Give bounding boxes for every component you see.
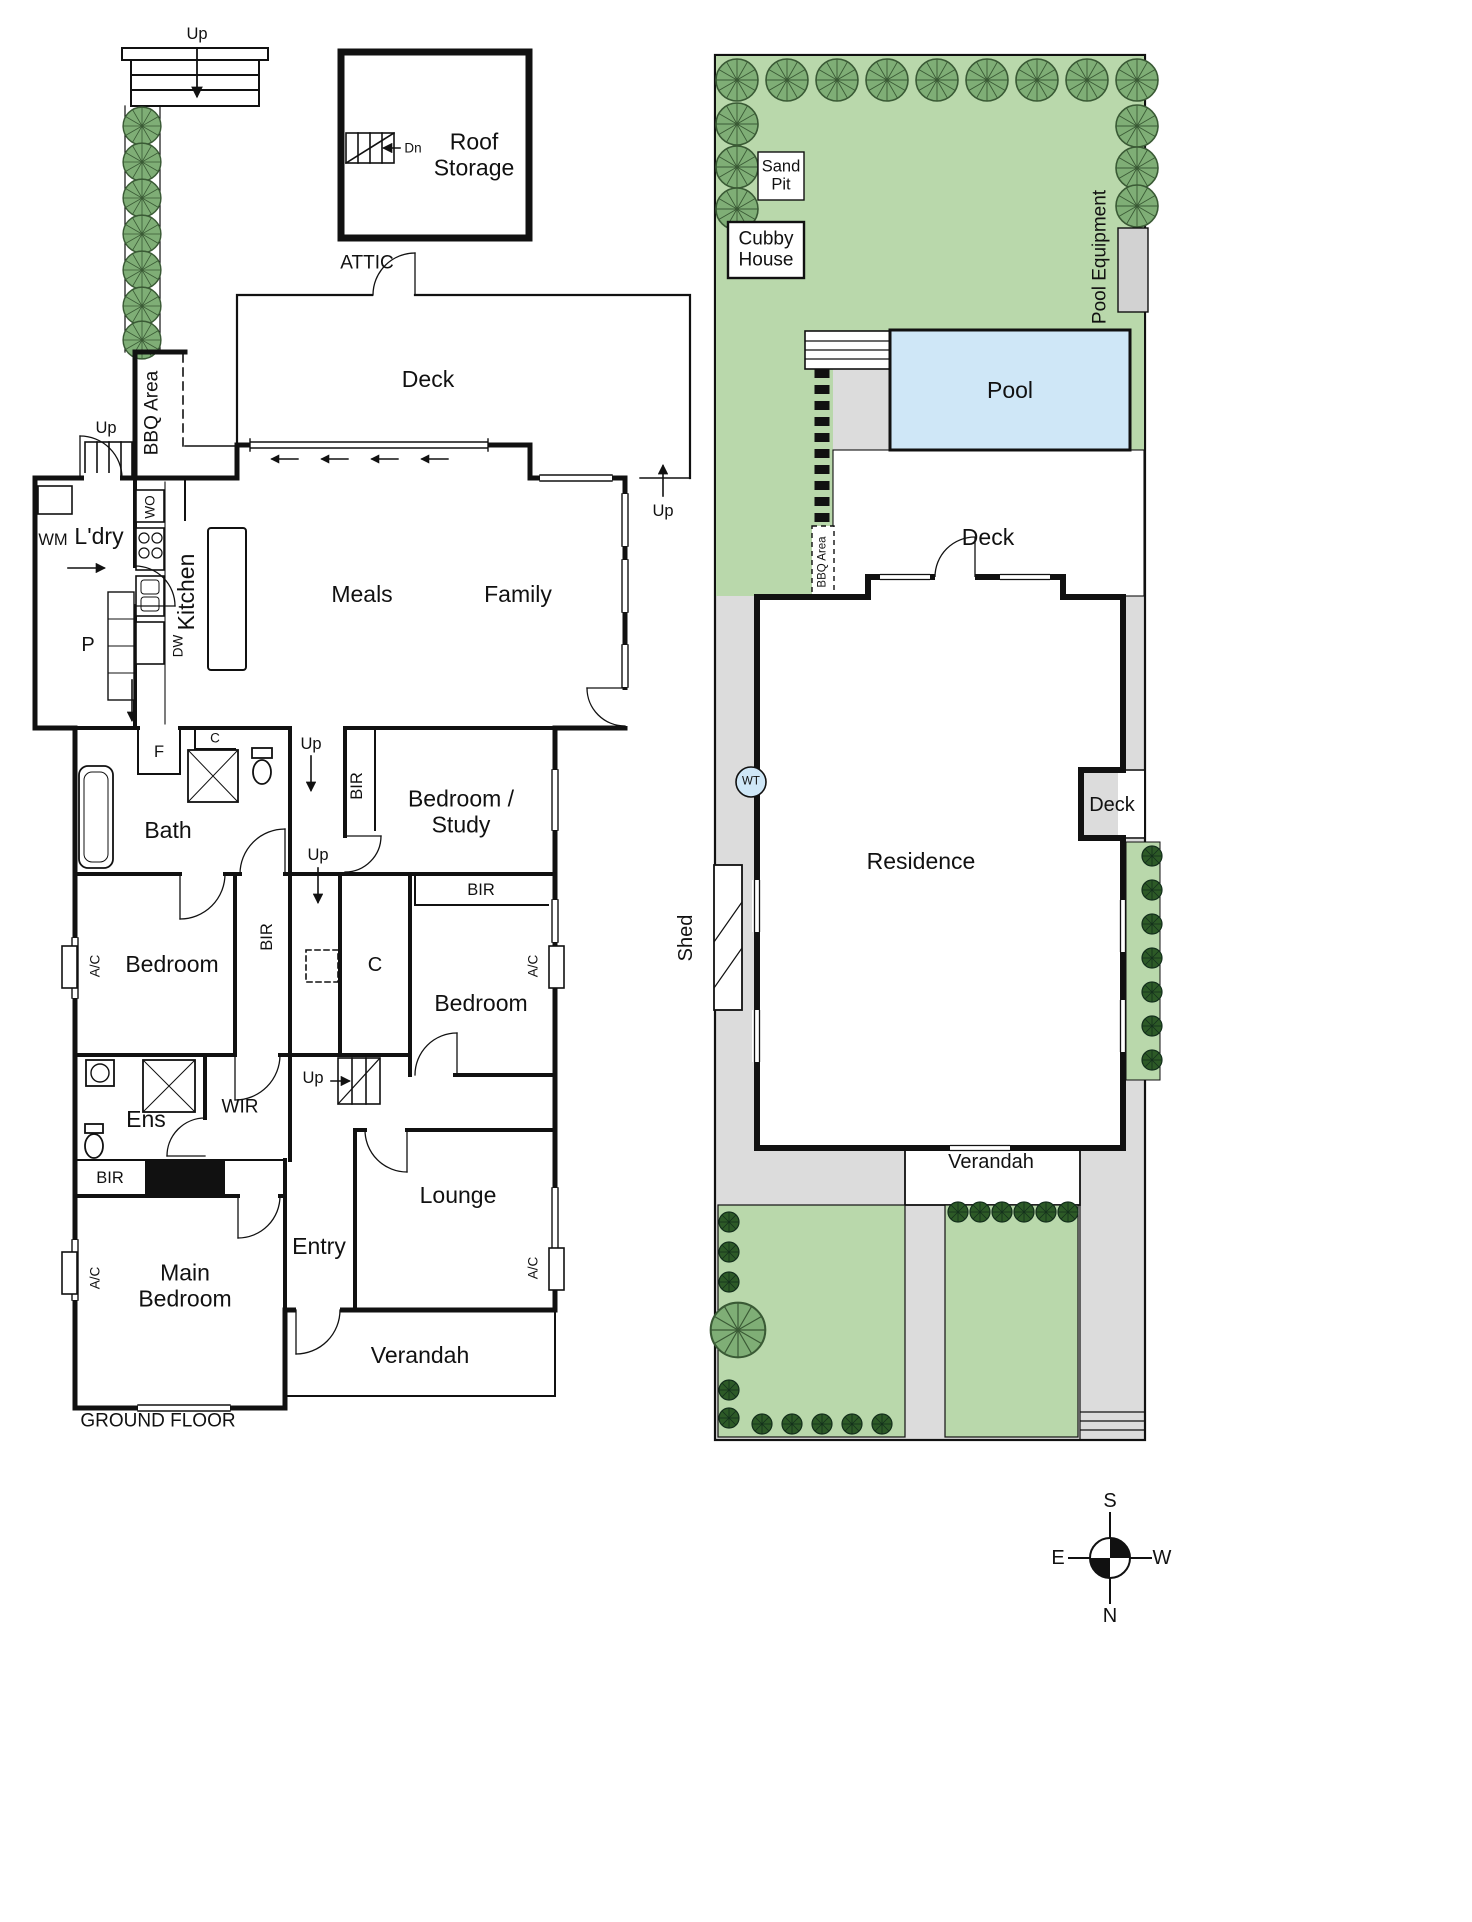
up-label-stairs-mid: Up <box>302 1068 324 1087</box>
bir-label-study: BIR <box>347 772 366 800</box>
deck-outline <box>184 252 692 497</box>
lawn-right-sliver <box>1130 346 1144 480</box>
kitchen-fixtures <box>107 481 247 725</box>
bir-label-bedroom-right: BIR <box>467 880 495 899</box>
cupboard-label-hall: C <box>367 953 383 976</box>
ac-label-left-1: A/C <box>87 954 103 978</box>
compass-east: E <box>1051 1546 1065 1569</box>
compass-south: S <box>1103 1489 1117 1512</box>
verandah-outline <box>286 1311 556 1397</box>
shed <box>713 864 743 1011</box>
external-stairs-top <box>121 47 269 107</box>
water-tank-label: WT <box>742 775 760 788</box>
ground-floor-plan <box>32 47 692 1414</box>
fridge-label: F <box>153 742 165 761</box>
verandah-label: Verandah <box>370 1342 470 1369</box>
swimming-pool <box>888 328 1132 452</box>
up-label-deck-right: Up <box>652 501 674 520</box>
pool-label: Pool <box>986 377 1034 404</box>
residence-label: Residence <box>866 848 976 875</box>
right-deck-label: Deck <box>1089 793 1135 816</box>
roof-storage-label: Roof Storage <box>433 128 515 180</box>
ensuite-fixtures <box>84 1059 196 1159</box>
site-verandah-label: Verandah <box>948 1150 1034 1173</box>
bir-black-robe <box>145 1160 225 1196</box>
bath-label: Bath <box>144 817 192 844</box>
ac-label-right-2: A/C <box>525 1256 541 1280</box>
bath-fixtures <box>78 747 273 869</box>
deck-label: Deck <box>401 366 455 393</box>
laundry-label: L'dry <box>74 523 124 550</box>
dn-label: Dn <box>404 140 422 156</box>
up-label-top-stairs: Up <box>186 24 208 43</box>
site-deck-label: Deck <box>961 524 1015 551</box>
sand-pit-box <box>757 151 805 201</box>
ac-label-left-2: A/C <box>87 1266 103 1290</box>
ground-floor-title: GROUND FLOOR <box>80 1410 236 1432</box>
right-deck <box>1118 769 1144 839</box>
wir-label: WIR <box>221 1096 259 1118</box>
pool-equipment-label: Pool Equipment <box>1089 189 1111 325</box>
interior-walls <box>33 476 627 1312</box>
bir-label-ensuite: BIR <box>96 1168 124 1187</box>
shed-label: Shed <box>674 914 697 962</box>
up-label-hall-1: Up <box>300 734 322 753</box>
ac-label-right-1: A/C <box>525 954 541 978</box>
pool-deck <box>832 449 1145 597</box>
bbq-area-left <box>132 349 188 481</box>
compass <box>1068 1512 1152 1604</box>
hall-stairs <box>305 755 381 1105</box>
dishwasher-label: DW <box>170 634 186 658</box>
lawn-top <box>716 56 1144 346</box>
compass-north: N <box>1102 1604 1118 1627</box>
pantry-label: P <box>81 633 95 656</box>
tree-row-left <box>122 105 162 360</box>
sand-pit-label: Sand Pit <box>761 157 801 194</box>
bbq-area-label: BBQ Area <box>141 370 163 456</box>
attic-title: ATTIC <box>340 252 394 274</box>
pool-steps <box>804 330 891 370</box>
compass-west: W <box>1152 1546 1172 1569</box>
bir-label-middle: BIR <box>257 923 276 951</box>
main-bedroom-label: Main Bedroom <box>138 1259 232 1311</box>
lounge-label: Lounge <box>419 1182 497 1209</box>
bedroom-left-label: Bedroom <box>125 951 219 978</box>
meals-label: Meals <box>331 581 393 608</box>
garden-bottom-right <box>944 1204 1079 1438</box>
residence-windows <box>752 572 1128 1153</box>
wm-label: WM <box>38 530 68 549</box>
bbq-box-site <box>811 525 835 601</box>
family-label: Family <box>484 581 552 608</box>
cubby-house-label: Cubby House <box>738 228 794 271</box>
site-bbq-area-label: BBQ Area <box>816 536 829 588</box>
ensuite-label: Ens <box>126 1106 166 1133</box>
wall-oven-label: WO <box>142 495 158 519</box>
attic-plan <box>337 48 533 242</box>
entry-label: Entry <box>292 1233 346 1260</box>
cupboard-label-bath: C <box>210 730 220 746</box>
pool-equipment-box <box>1117 227 1149 313</box>
up-label-hall-2: Up <box>307 845 329 864</box>
up-label-left-stairs: Up <box>95 418 117 437</box>
laundry-fixtures <box>37 485 138 723</box>
bedroom-study-label: Bedroom / Study <box>407 785 515 837</box>
kitchen-label: Kitchen <box>173 553 200 631</box>
site-verandah <box>904 1147 1081 1206</box>
site-plan <box>709 53 1163 1604</box>
door-arcs <box>79 435 630 1355</box>
ac-units <box>61 945 565 1295</box>
water-tank <box>735 766 767 798</box>
bedroom-right-label: Bedroom <box>434 990 528 1017</box>
cubby-house-box <box>726 220 806 280</box>
residence-deck-door <box>934 536 976 582</box>
driveway-steps <box>1079 1205 1144 1439</box>
